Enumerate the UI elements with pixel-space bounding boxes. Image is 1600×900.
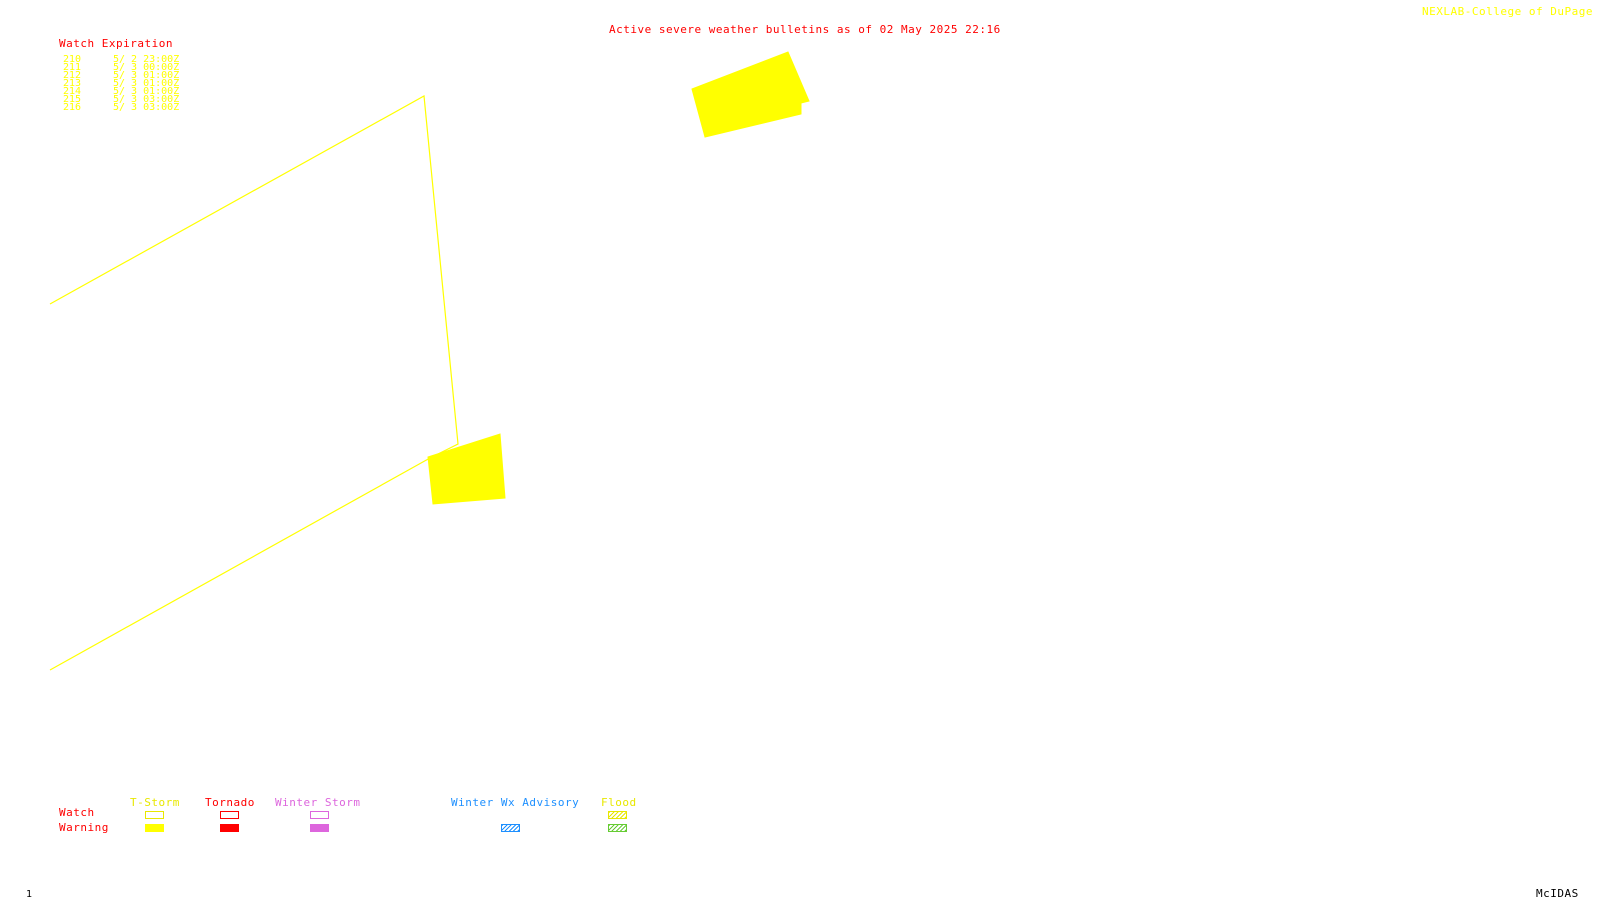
- watch-id: 214: [63, 86, 82, 97]
- legend-label-winter-wx-advisory: Winter Wx Advisory: [451, 796, 580, 809]
- watch-expires: 5/ 3 03:00Z: [113, 94, 180, 105]
- swatch-tstorm-watch: [145, 811, 164, 819]
- legend-label-winter-storm: Winter Storm: [275, 796, 361, 809]
- watch-expires: 5/ 3 03:00Z: [113, 102, 180, 113]
- watch-row: 216 5/ 3 03:00Z: [63, 102, 179, 113]
- page-title: Active severe weather bulletins as of 02…: [609, 23, 1001, 36]
- swatch-winter-storm-warning: [310, 824, 329, 832]
- legend-label-flood: Flood: [601, 796, 637, 809]
- frame-number: 1: [26, 889, 33, 900]
- swatch-winter-wx-advisory: [501, 824, 520, 832]
- legend-row-watch: Watch: [59, 806, 95, 819]
- tstorm-watch-outline: [49, 95, 459, 671]
- legend-row-warning: Warning: [59, 821, 109, 834]
- watch-expiration-list: 210 5/ 2 23:00Z 211 5/ 3 00:00Z 212 5/ 3…: [63, 54, 179, 113]
- watch-expiration-heading: Watch Expiration: [59, 37, 173, 50]
- swatch-tornado-warning: [220, 824, 239, 832]
- watch-id: 216: [63, 102, 82, 113]
- warning-polygon-north: [691, 51, 810, 138]
- swatch-flood-warning: [608, 824, 627, 832]
- watch-id: 212: [63, 70, 82, 81]
- watch-id: 211: [63, 62, 82, 73]
- watch-row: 213 5/ 3 01:00Z: [63, 78, 179, 89]
- legend-label-tstorm: T-Storm: [130, 796, 180, 809]
- watch-expires: 5/ 3 00:00Z: [113, 62, 180, 73]
- warning-polygon-south: [427, 433, 506, 505]
- watch-id: 210: [63, 54, 82, 65]
- watch-id: 215: [63, 94, 82, 105]
- watch-row: 214 5/ 3 01:00Z: [63, 86, 179, 97]
- swatch-tstorm-warning: [145, 824, 164, 832]
- legend-label-tornado: Tornado: [205, 796, 255, 809]
- watch-id: 213: [63, 78, 82, 89]
- credit-label: NEXLAB-College of DuPage M: [1422, 5, 1600, 18]
- watch-row: 210 5/ 2 23:00Z: [63, 54, 179, 65]
- swatch-tornado-watch: [220, 811, 239, 819]
- watch-row: 211 5/ 3 00:00Z: [63, 62, 179, 73]
- watch-row: 212 5/ 3 01:00Z: [63, 70, 179, 81]
- swatch-flood-watch: [608, 811, 627, 819]
- swatch-winter-storm-watch: [310, 811, 329, 819]
- watch-expires: 5/ 3 01:00Z: [113, 78, 180, 89]
- watch-expires: 5/ 3 01:00Z: [113, 70, 180, 81]
- watch-expires: 5/ 3 01:00Z: [113, 86, 180, 97]
- watch-expires: 5/ 2 23:00Z: [113, 54, 180, 65]
- watch-row: 215 5/ 3 03:00Z: [63, 94, 179, 105]
- software-label: McIDAS: [1536, 887, 1579, 900]
